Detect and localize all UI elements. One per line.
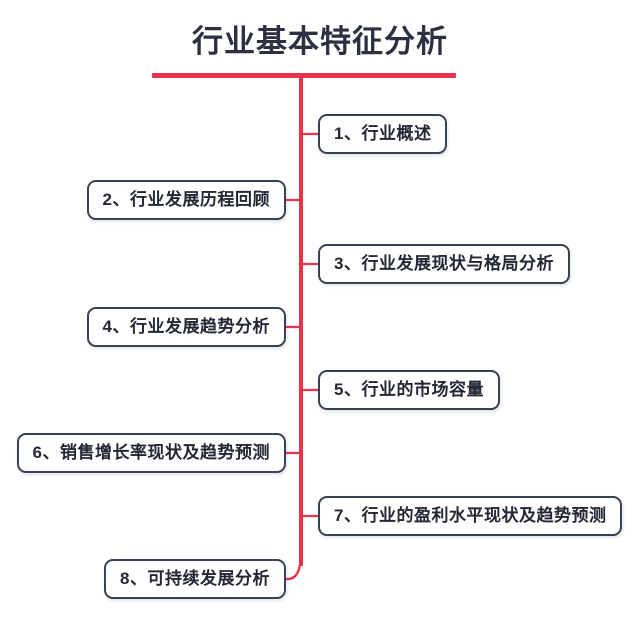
mindmap-node-7[interactable]: 7、行业的盈利水平现状及趋势预测 bbox=[318, 496, 623, 536]
mindmap-node-8-label: 8、可持续发展分析 bbox=[120, 569, 270, 588]
mindmap-node-6[interactable]: 6、销售增长率现状及趋势预测 bbox=[16, 433, 286, 473]
mindmap-node-2[interactable]: 2、行业发展历程回顾 bbox=[86, 180, 286, 220]
mindmap-node-3-label: 3、行业发展现状与格局分析 bbox=[334, 254, 554, 273]
mindmap-node-2-label: 2、行业发展历程回顾 bbox=[102, 190, 270, 209]
mindmap-node-7-label: 7、行业的盈利水平现状及趋势预测 bbox=[334, 506, 607, 525]
page-title: 行业基本特征分析 bbox=[192, 24, 448, 59]
title-underline-rule bbox=[152, 73, 456, 78]
mindmap-node-4[interactable]: 4、行业发展趋势分析 bbox=[86, 307, 286, 347]
mindmap-node-5-label: 5、行业的市场容量 bbox=[334, 380, 484, 399]
mindmap-node-4-label: 4、行业发展趋势分析 bbox=[102, 317, 270, 336]
mindmap-node-1-label: 1、行业概述 bbox=[334, 124, 432, 143]
mindmap-node-5[interactable]: 5、行业的市场容量 bbox=[318, 370, 500, 410]
mindmap-node-6-label: 6、销售增长率现状及趋势预测 bbox=[32, 443, 270, 462]
mindmap-node-8[interactable]: 8、可持续发展分析 bbox=[104, 559, 286, 599]
mindmap-node-3[interactable]: 3、行业发展现状与格局分析 bbox=[318, 244, 570, 284]
mindmap-node-1[interactable]: 1、行业概述 bbox=[318, 114, 448, 154]
connector-node-8 bbox=[284, 550, 303, 581]
